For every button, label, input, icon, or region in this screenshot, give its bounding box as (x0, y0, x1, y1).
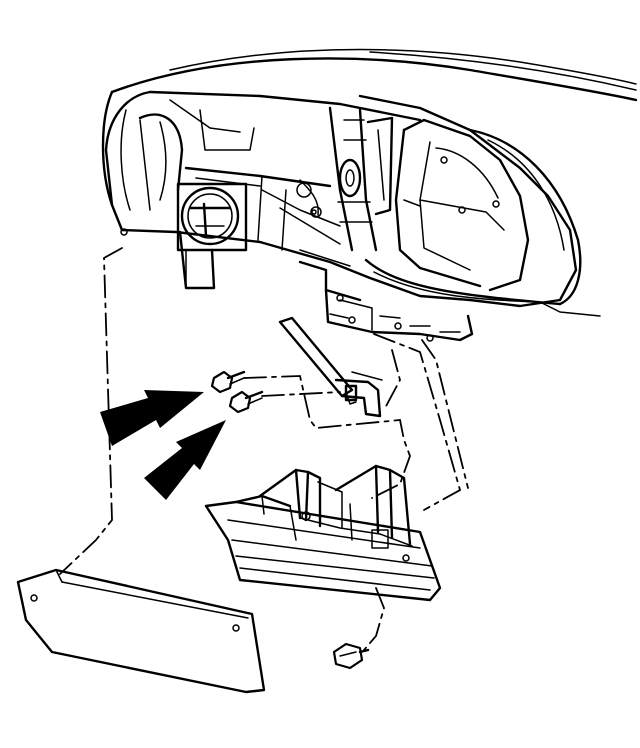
support-bracket (278, 316, 383, 418)
instrument-panel-carrier (101, 90, 601, 342)
solid-arrow-icon (100, 390, 204, 446)
fastener-nut (332, 642, 370, 670)
arrow-lower (144, 420, 226, 500)
arrow-upper (100, 390, 204, 446)
knee-bolster-trim-panel (16, 568, 266, 694)
assembly-lines (59, 247, 469, 651)
steering-column-opening (176, 182, 248, 287)
windshield-lines (110, 48, 638, 102)
solid-arrow-icon (144, 420, 226, 500)
fastener-bolt-upper (210, 370, 246, 394)
knee-bolster-reinforcement (204, 464, 442, 602)
fastener-bolt-lower (228, 390, 264, 414)
